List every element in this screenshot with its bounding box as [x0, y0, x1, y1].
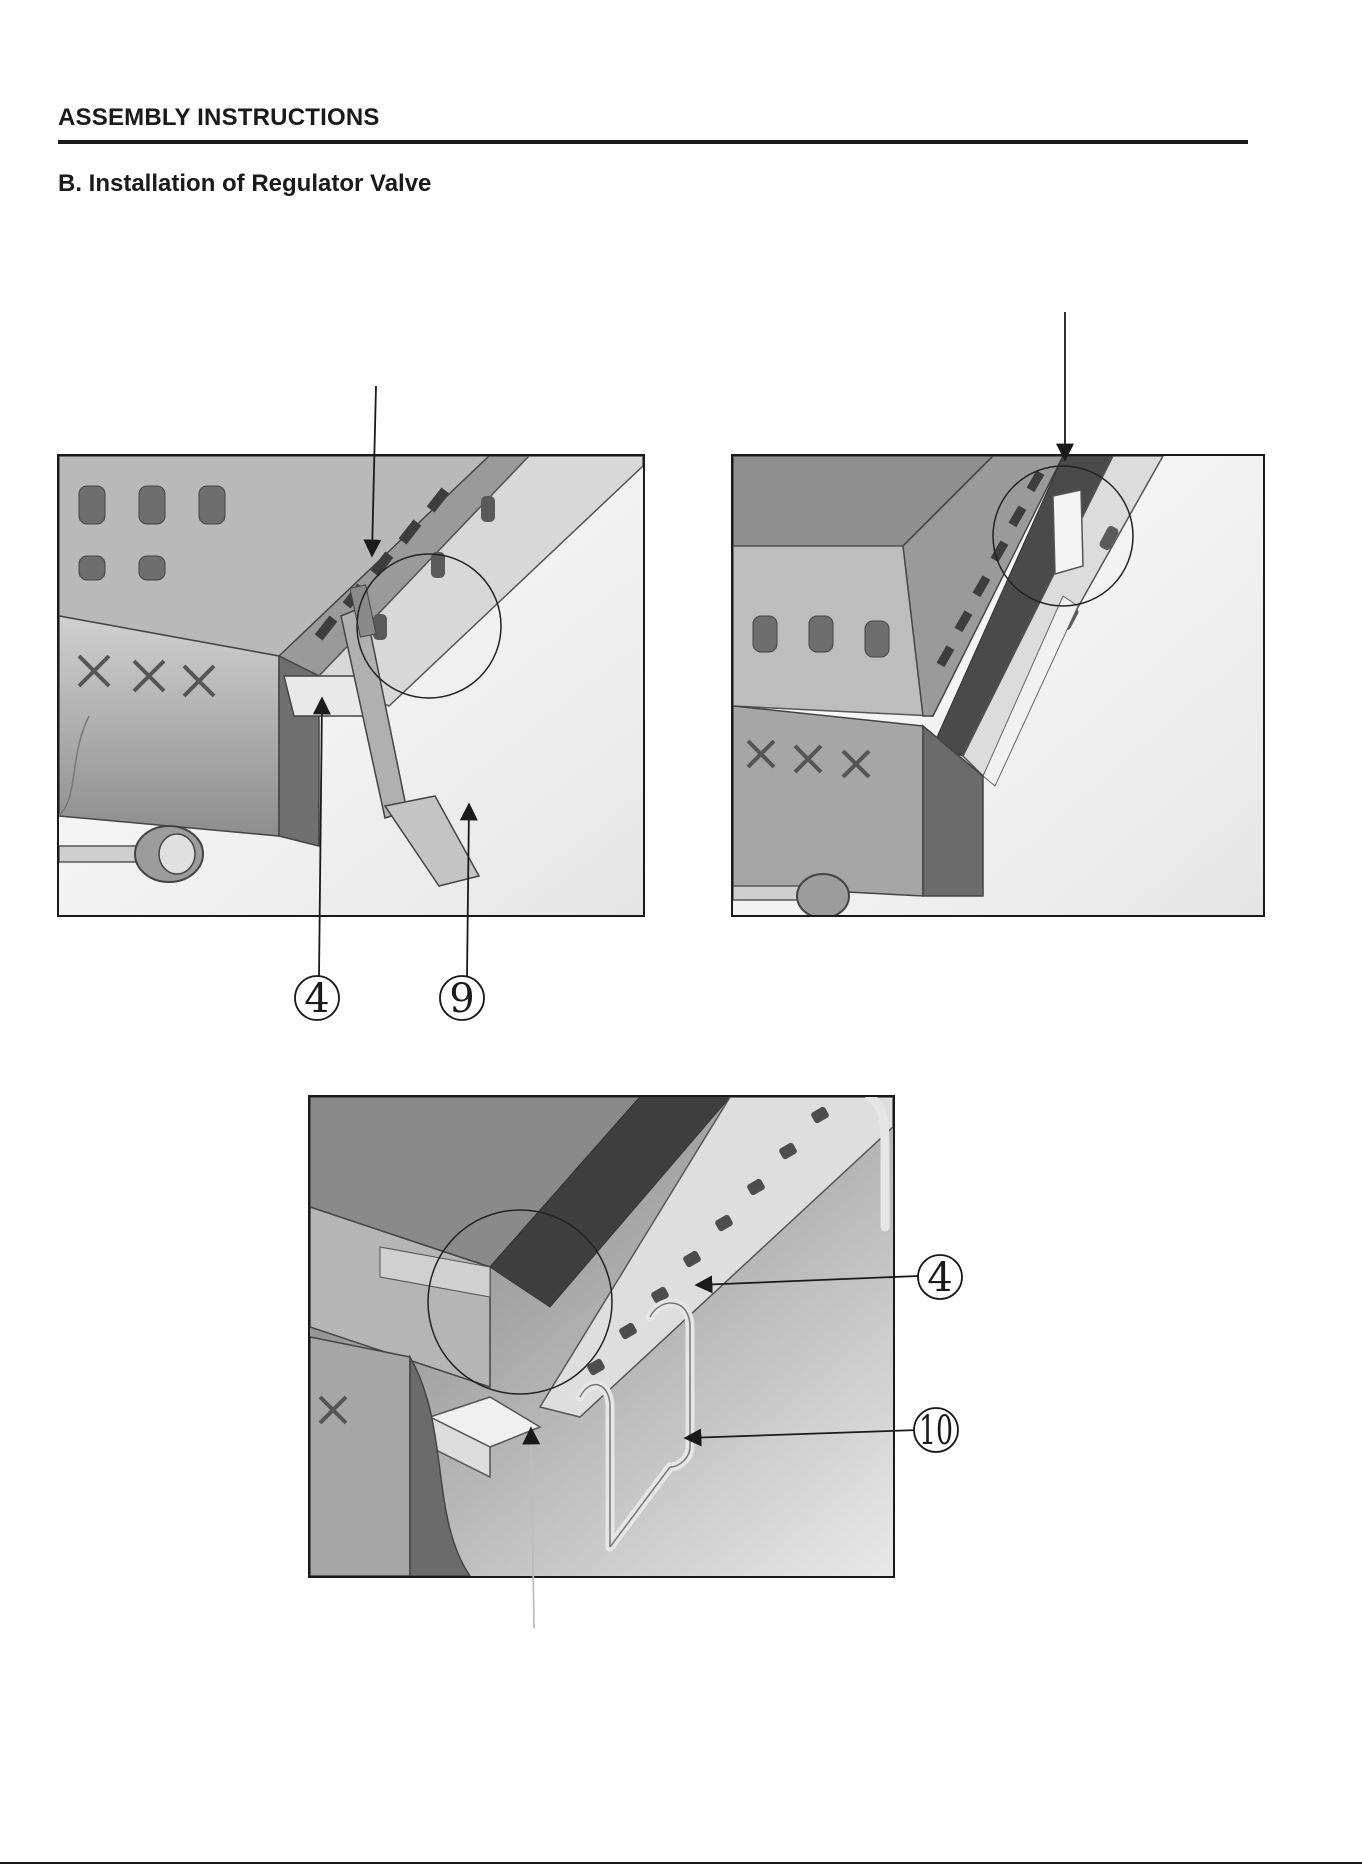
callout-label-9: 9	[449, 976, 474, 1022]
figure-2-installed-view	[731, 454, 1265, 917]
section-title: ASSEMBLY INSTRUCTIONS	[58, 104, 380, 132]
bottom-rule	[0, 1862, 1362, 1864]
callout-label-4-fig3: 4	[927, 1255, 952, 1301]
step-title: B. Installation of Regulator Valve	[58, 170, 431, 198]
callout-fig3-part-10: 10	[914, 1408, 958, 1454]
figure-1-drawing	[59, 456, 643, 915]
callout-fig1-part-9: 9	[440, 976, 484, 1022]
figure-3-tool-holder	[308, 1095, 895, 1578]
callout-fig3-part-4: 4	[918, 1255, 962, 1301]
figure-3-drawing	[310, 1097, 893, 1576]
callout-label-4: 4	[304, 976, 329, 1022]
figure-2-drawing	[733, 456, 1263, 915]
figure-1-regulator-bracket	[57, 454, 645, 917]
title-rule	[58, 140, 1248, 144]
callout-label-10: 10	[919, 1408, 953, 1454]
callout-fig1-part-4: 4	[295, 976, 339, 1022]
